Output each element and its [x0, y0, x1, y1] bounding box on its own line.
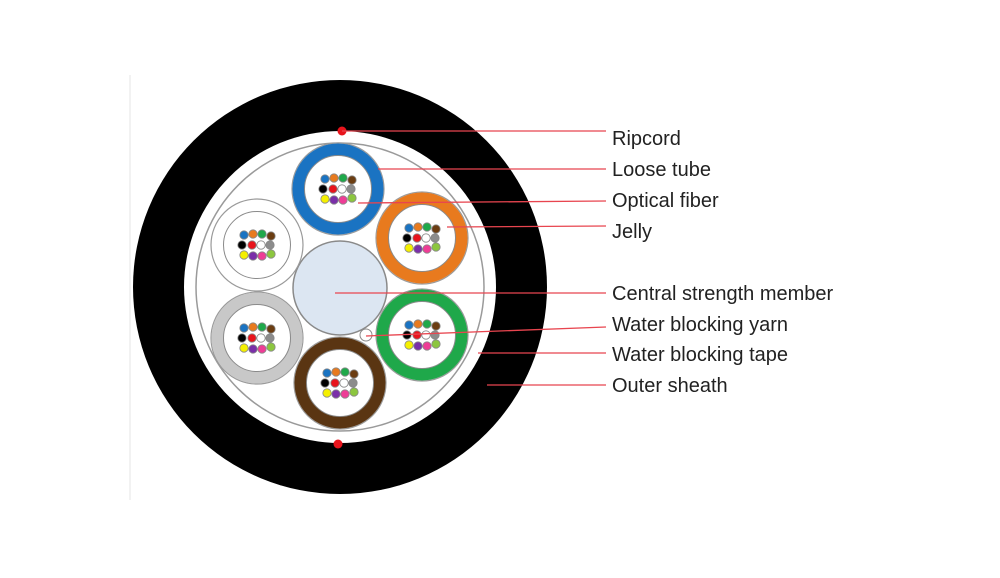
optical-fiber: [248, 251, 258, 261]
optical-fiber: [266, 324, 276, 334]
optical-fiber: [431, 242, 441, 252]
optical-fiber: [320, 174, 330, 184]
optical-fiber: [412, 233, 422, 243]
optical-fiber: [330, 378, 340, 388]
optical-fiber: [318, 184, 328, 194]
optical-fiber: [331, 389, 341, 399]
optical-fiber: [347, 193, 357, 203]
optical-fiber: [404, 243, 414, 253]
optical-fiber: [349, 387, 359, 397]
optical-fiber: [421, 233, 431, 243]
optical-fiber: [266, 231, 276, 241]
optical-fiber: [340, 389, 350, 399]
label-water-blocking-tape: Water blocking tape: [612, 344, 788, 366]
loose-tube-orange: [375, 191, 469, 285]
label-optical-fiber: Optical fiber: [612, 190, 719, 212]
label-outer-sheath: Outer sheath: [612, 375, 728, 397]
optical-fiber: [338, 173, 348, 183]
optical-fiber: [413, 319, 423, 329]
leader-jelly: [446, 225, 607, 228]
optical-fiber: [322, 368, 332, 378]
optical-fiber: [421, 330, 431, 340]
optical-fiber: [340, 367, 350, 377]
tube-wall: [376, 192, 468, 284]
optical-fiber: [430, 233, 440, 243]
optical-fiber: [266, 249, 276, 259]
leader-water-blocking-yarn: [365, 326, 607, 337]
optical-fiber: [331, 367, 341, 377]
optical-fiber: [329, 173, 339, 183]
optical-fiber: [237, 240, 247, 250]
optical-fiber: [338, 195, 348, 205]
optical-fiber: [422, 341, 432, 351]
optical-fiber: [320, 194, 330, 204]
optical-fiber: [339, 378, 349, 388]
optical-fiber: [239, 230, 249, 240]
optical-fiber: [348, 378, 358, 388]
optical-fiber: [404, 320, 414, 330]
optical-fiber: [430, 330, 440, 340]
optical-fiber: [431, 224, 441, 234]
optical-fiber: [257, 322, 267, 332]
optical-fiber: [266, 342, 276, 352]
optical-fiber: [257, 251, 267, 261]
optical-fiber: [248, 229, 258, 239]
loose-tube-green: [375, 288, 469, 382]
label-central-strength-member: Central strength member: [612, 283, 834, 305]
optical-fiber: [322, 388, 332, 398]
optical-fiber: [265, 333, 275, 343]
tube-wall: [294, 337, 386, 429]
optical-fiber: [329, 195, 339, 205]
optical-fiber: [328, 184, 338, 194]
optical-fiber: [404, 223, 414, 233]
optical-fiber: [239, 250, 249, 260]
optical-fiber: [349, 369, 359, 379]
optical-fiber: [431, 321, 441, 331]
label-water-blocking-yarn: Water blocking yarn: [612, 314, 788, 336]
optical-fiber: [413, 341, 423, 351]
optical-fiber: [413, 222, 423, 232]
tube-wall: [211, 292, 303, 384]
leader-optical-fiber: [357, 200, 607, 204]
optical-fiber: [347, 175, 357, 185]
loose-tubes: [210, 142, 469, 430]
optical-fiber: [248, 344, 258, 354]
loose-tube-brown: [293, 336, 387, 430]
optical-fiber: [413, 244, 423, 254]
leader-lines: [335, 130, 607, 386]
optical-fiber: [247, 240, 257, 250]
optical-fiber: [265, 240, 275, 250]
optical-fiber: [402, 233, 412, 243]
central-strength-member: [292, 240, 388, 336]
optical-fiber: [320, 378, 330, 388]
label-ripcord: Ripcord: [612, 128, 681, 150]
optical-fiber: [422, 222, 432, 232]
optical-fiber: [422, 244, 432, 254]
optical-fiber: [247, 333, 257, 343]
optical-fiber: [257, 229, 267, 239]
optical-fiber: [239, 343, 249, 353]
label-jelly: Jelly: [612, 221, 652, 243]
optical-fiber: [412, 330, 422, 340]
optical-fiber: [237, 333, 247, 343]
tube-wall: [292, 143, 384, 235]
optical-fiber: [256, 333, 266, 343]
optical-fiber: [422, 319, 432, 329]
optical-fiber: [256, 240, 266, 250]
optical-fiber: [248, 322, 258, 332]
loose-tube-blue: [291, 142, 385, 236]
optical-fiber: [431, 339, 441, 349]
label-loose-tube: Loose tube: [612, 159, 711, 181]
optical-fiber: [346, 184, 356, 194]
optical-fiber: [337, 184, 347, 194]
loose-tube-grey: [210, 291, 304, 385]
ripcord-bottom: [333, 439, 343, 449]
loose-tube-white: [210, 198, 304, 292]
optical-fiber: [239, 323, 249, 333]
optical-fiber: [257, 344, 267, 354]
optical-fiber: [404, 340, 414, 350]
water-blocking-yarn: [359, 328, 373, 342]
